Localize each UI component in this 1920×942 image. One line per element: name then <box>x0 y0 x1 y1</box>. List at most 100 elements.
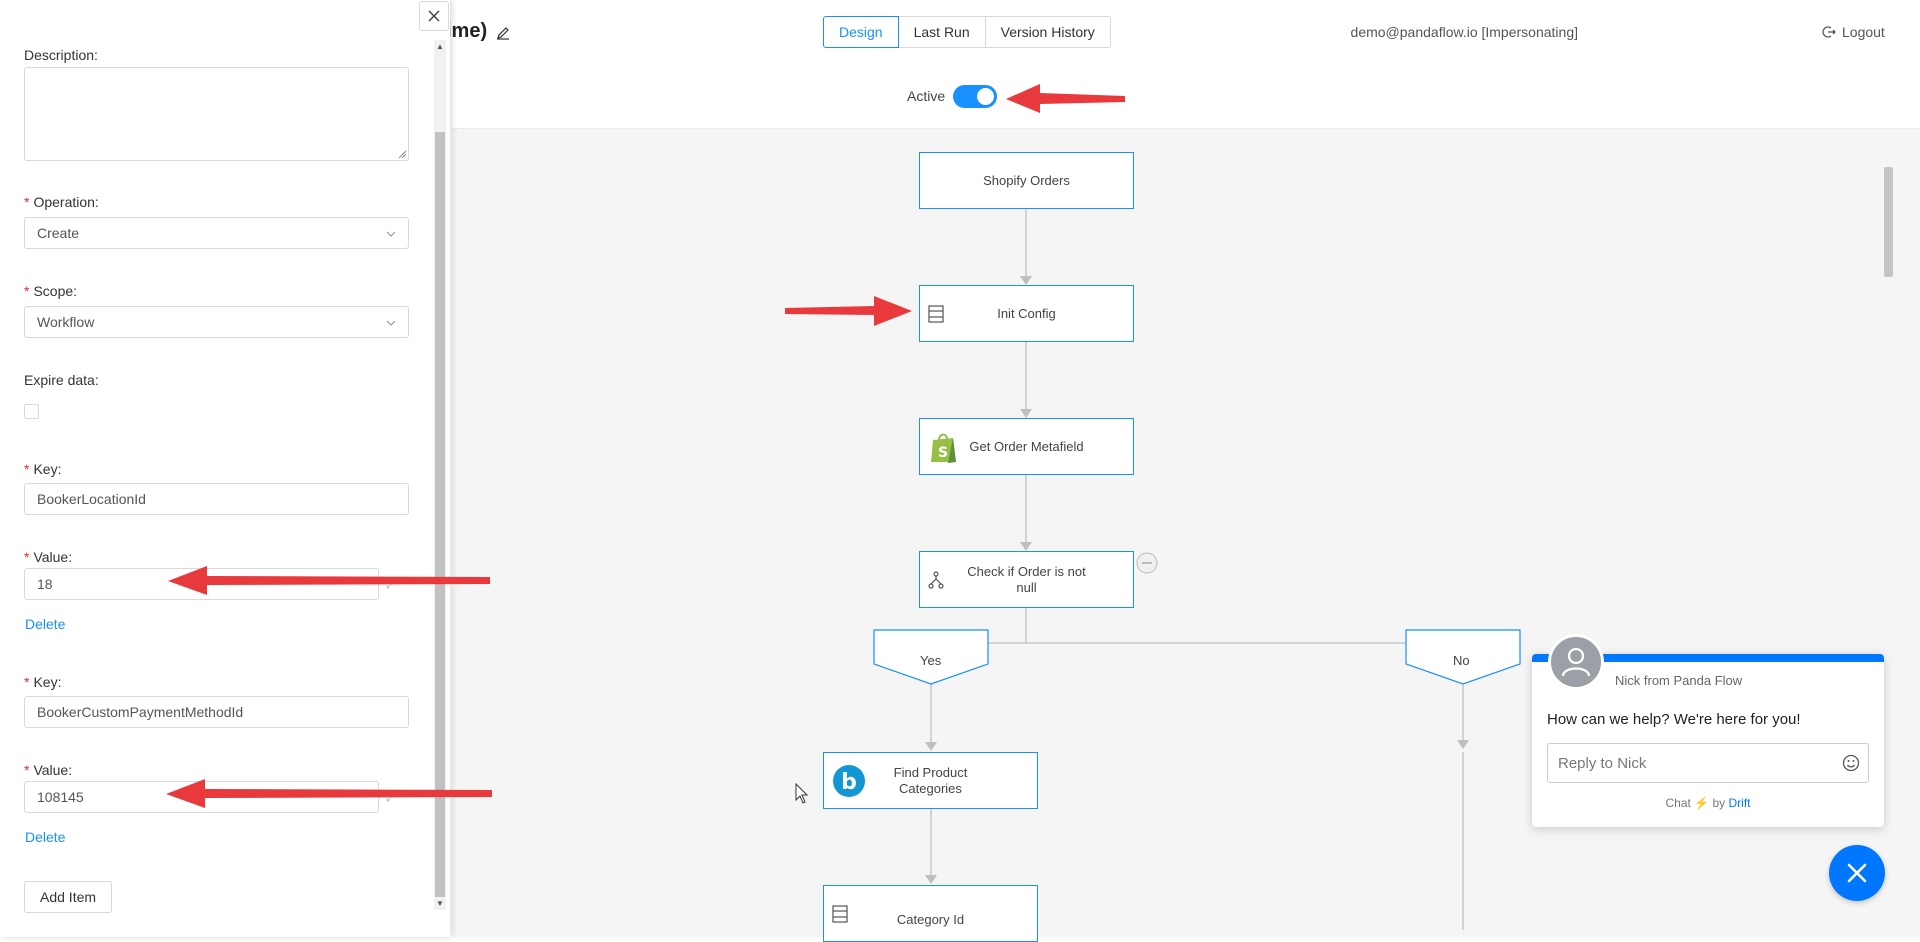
edit-pencil-icon[interactable] <box>496 26 510 40</box>
node-find-product-categories[interactable]: b Find Product Categories <box>823 752 1038 809</box>
storage-icon <box>928 304 944 323</box>
delete-item-2-link[interactable]: Delete <box>25 829 66 845</box>
chevron-down-icon <box>386 320 396 326</box>
node-get-order-metafield[interactable]: S Get Order Metafield <box>919 418 1134 475</box>
key-value: BookerLocationId <box>37 491 146 507</box>
chevron-down-icon <box>386 231 396 237</box>
node-label: Check if Order is not null <box>931 564 1122 596</box>
chat-widget: Nick from Panda Flow How can we help? We… <box>1532 634 1884 827</box>
add-item-button[interactable]: Add Item <box>24 881 113 913</box>
operation-label: *Operation: <box>24 194 99 210</box>
shopify-bag-icon: S <box>931 433 956 463</box>
description-label: Description: <box>24 47 98 63</box>
logout-button[interactable]: Logout <box>1822 24 1885 40</box>
required-mark: * <box>24 461 30 477</box>
scope-label: *Scope: <box>24 283 77 299</box>
user-email: demo@pandaflow.io [Impersonating] <box>1350 24 1578 40</box>
bolt-icon: ⚡ <box>1694 796 1710 810</box>
value-input-1[interactable]: 18 <box>24 568 379 600</box>
key-label-1: *Key: <box>24 461 61 477</box>
agent-avatar <box>1548 634 1604 690</box>
toggle-knob <box>977 88 994 105</box>
node-label: Category Id <box>896 911 965 927</box>
chat-agent-name: Nick from Panda Flow <box>1615 673 1743 688</box>
node-label: Get Order Metafield <box>969 438 1084 454</box>
required-mark: * <box>24 762 30 778</box>
powered-chat: Chat <box>1665 796 1691 810</box>
powered-by: by <box>1712 796 1726 810</box>
logout-label: Logout <box>1842 24 1885 40</box>
description-textarea[interactable] <box>24 67 409 161</box>
node-check-order[interactable]: Check if Order is not null <box>919 551 1134 608</box>
operation-value: Create <box>37 225 80 241</box>
chat-reply-input[interactable]: Reply to Nick <box>1547 743 1869 783</box>
canvas-scrollbar[interactable] <box>1882 155 1894 925</box>
panel-scrollbar-thumb[interactable] <box>435 132 445 897</box>
booker-logo-icon: b <box>833 764 865 797</box>
required-mark: * <box>24 283 30 299</box>
expand-icon[interactable]: ⤢ <box>386 790 396 804</box>
key-label-2: *Key: <box>24 674 61 690</box>
person-icon <box>1561 647 1591 677</box>
delete-item-1-link[interactable]: Delete <box>25 616 66 632</box>
scope-value: Workflow <box>37 314 95 330</box>
close-icon <box>428 10 440 22</box>
required-mark: * <box>24 194 30 210</box>
emoji-icon[interactable] <box>1842 754 1860 772</box>
node-label-line1: Find Product <box>893 764 968 780</box>
close-panel-button[interactable] <box>419 1 449 31</box>
value-input-2[interactable]: 108145 <box>24 781 379 813</box>
node-init-config[interactable]: Init Config <box>919 285 1134 342</box>
required-mark: * <box>24 674 30 690</box>
drift-link[interactable]: Drift <box>1728 796 1751 810</box>
scope-select[interactable]: Workflow <box>24 306 409 338</box>
workflow-title: ime) <box>446 20 488 42</box>
key-input-2[interactable]: BookerCustomPaymentMethodId <box>24 696 409 728</box>
logout-icon <box>1822 26 1836 38</box>
expire-data-label: Expire data: <box>24 372 99 388</box>
value-label-text: Value: <box>33 549 73 565</box>
svg-text:b: b <box>841 770 857 795</box>
active-toggle[interactable] <box>953 85 997 108</box>
key-input-1[interactable]: BookerLocationId <box>24 483 409 515</box>
branch-icon <box>928 570 944 589</box>
key-label-text: Key: <box>33 674 62 690</box>
chat-reply-placeholder: Reply to Nick <box>1558 754 1647 772</box>
node-config-panel: Description: *Operation: Create *Scope: … <box>0 0 450 937</box>
tab-version-history[interactable]: Version History <box>984 16 1111 48</box>
branch-yes-label: Yes <box>920 653 942 668</box>
storage-icon <box>832 905 848 923</box>
expire-data-checkbox[interactable] <box>24 404 39 419</box>
tab-design[interactable]: Design <box>823 16 899 48</box>
value-text: 108145 <box>37 789 84 805</box>
panel-scrollbar[interactable]: ▲ ▼ <box>434 40 446 910</box>
node-label: Shopify Orders <box>983 172 1070 188</box>
scope-label-text: Scope: <box>33 283 78 299</box>
branch-no-label: No <box>1453 653 1470 668</box>
scroll-up-icon[interactable]: ▲ <box>436 42 444 51</box>
close-icon <box>1847 863 1867 883</box>
value-label-2: *Value: <box>24 762 72 778</box>
value-label-1: *Value: <box>24 549 72 565</box>
node-category-id[interactable]: Category Id <box>823 885 1038 942</box>
svg-text:S: S <box>938 445 948 461</box>
node-label-line1: Check if Order is not <box>967 563 1086 579</box>
chat-message: How can we help? We're here for you! <box>1547 711 1801 728</box>
node-label: Init Config <box>997 305 1056 321</box>
canvas-scrollbar-thumb[interactable] <box>1884 167 1893 277</box>
expand-icon[interactable]: ⤢ <box>386 577 396 591</box>
key-value: BookerCustomPaymentMethodId <box>37 704 244 720</box>
scroll-down-icon[interactable]: ▼ <box>436 899 444 908</box>
key-label-text: Key: <box>33 461 62 477</box>
chat-topbar <box>1532 654 1884 662</box>
value-label-text: Value: <box>33 762 73 778</box>
branch-no-shape <box>1405 629 1521 685</box>
node-shopify-orders[interactable]: Shopify Orders <box>919 152 1134 209</box>
active-label: Active <box>907 88 946 104</box>
value-text: 18 <box>37 576 53 592</box>
operation-select[interactable]: Create <box>24 217 409 249</box>
required-mark: * <box>24 549 30 565</box>
chat-close-button[interactable] <box>1829 845 1885 901</box>
branch-yes-shape <box>873 629 989 685</box>
